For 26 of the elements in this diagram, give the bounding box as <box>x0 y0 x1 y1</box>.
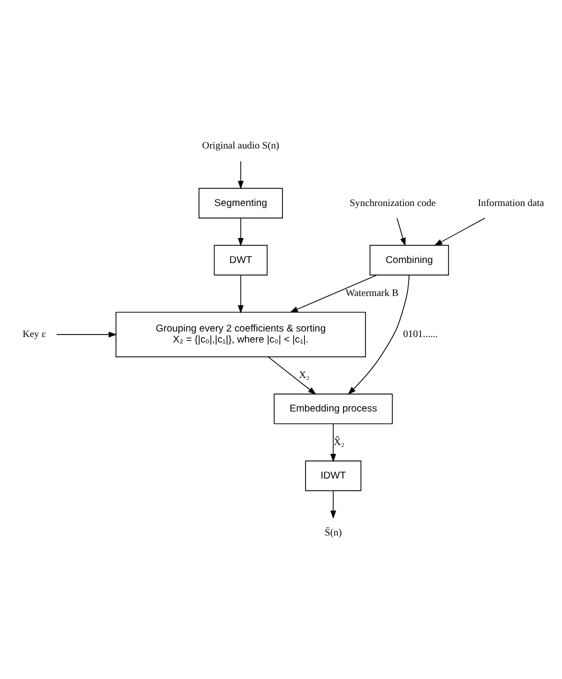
node-box: DWT <box>214 244 268 276</box>
edge-label: Watermark B <box>346 288 399 300</box>
arrow <box>56 332 117 338</box>
arrow <box>290 274 377 313</box>
node-text: Original audio S(n) <box>202 140 280 152</box>
arrow <box>434 218 486 246</box>
node-box: Combining <box>370 244 449 276</box>
arrow <box>238 160 244 190</box>
arrow <box>348 274 410 395</box>
arrow <box>238 274 244 314</box>
node-text: Synchronization code <box>350 198 436 209</box>
node-text: Information data <box>478 198 544 209</box>
node-box: Grouping every 2 coefficients & sorting X₂ = {|c₀|,|c₁|}, where |c₀| < |c₁|. <box>116 312 366 358</box>
arrow <box>268 356 316 395</box>
arrow <box>238 218 244 246</box>
node-text: Key ε <box>22 329 46 340</box>
arrow <box>330 423 336 462</box>
edge-label: 0101...... <box>403 329 438 340</box>
node-box: IDWT <box>305 460 362 492</box>
edge-label: X̂₂ <box>334 436 344 448</box>
arrow <box>396 218 406 246</box>
node-text: S̄(n) <box>324 527 342 538</box>
edge-label: X₂ <box>299 370 310 381</box>
node-box: Segmenting <box>198 188 283 218</box>
arrow <box>330 490 336 519</box>
node-box: Embedding process <box>274 394 393 424</box>
